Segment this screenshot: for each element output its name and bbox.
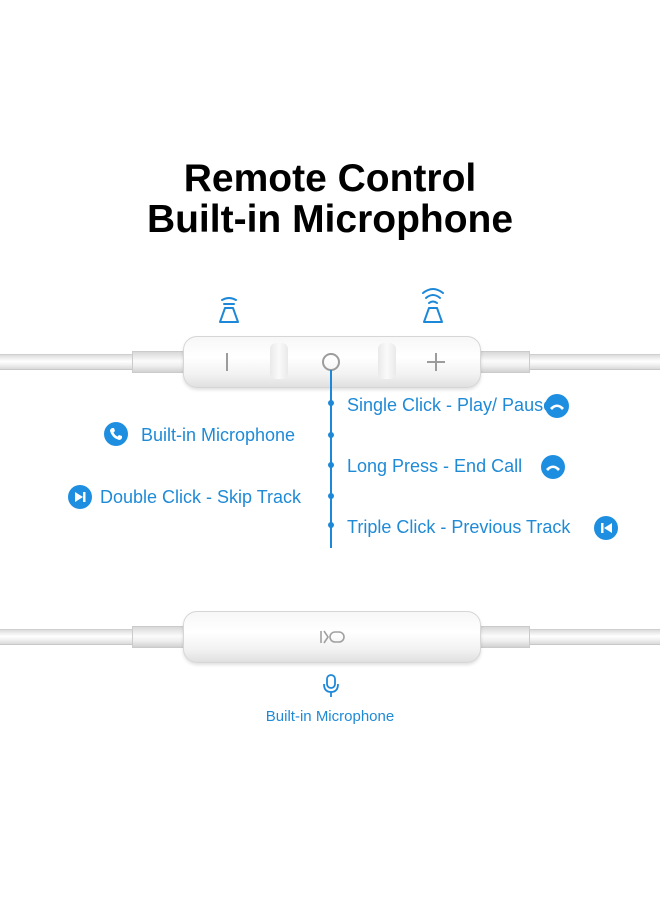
cable-left-bottom — [0, 629, 140, 645]
microphone-remote — [183, 611, 481, 663]
connector-dot — [328, 400, 334, 406]
remote-divider — [270, 343, 288, 379]
plus-icon — [427, 353, 445, 371]
function-connector-line — [330, 370, 332, 548]
minus-icon — [226, 353, 228, 371]
connector-dot — [328, 493, 334, 499]
title-line-2: Built-in Microphone — [146, 198, 514, 241]
function-label-triple-click: Triple Click - Previous Track — [347, 517, 571, 537]
mic-grille-icon — [320, 630, 345, 644]
phone-hangup-icon — [541, 455, 565, 479]
mic-caption: Built-in Microphone — [265, 708, 395, 725]
connector-dot — [328, 522, 334, 528]
volume-up-speaker-icon — [422, 288, 444, 323]
volume-down-speaker-icon — [219, 297, 239, 323]
phone-hangup-icon — [545, 394, 569, 418]
cable-sleeve-right-top — [474, 351, 530, 373]
function-label-single-click: Single Click - Play/ Pause — [347, 395, 554, 415]
skip-back-icon — [594, 516, 618, 540]
function-label-long-press: Long Press - End Call — [347, 456, 523, 476]
volume-down-button[interactable] — [212, 349, 242, 380]
volume-up-button[interactable] — [421, 349, 451, 380]
cable-right-bottom — [520, 629, 660, 645]
cable-sleeve-right-bottom — [474, 626, 530, 648]
cable-right-top — [520, 354, 660, 370]
skip-forward-icon — [68, 485, 92, 509]
cable-sleeve-left-top — [132, 351, 188, 373]
remote-divider — [378, 343, 396, 379]
cable-sleeve-left-bottom — [132, 626, 188, 648]
phone-icon — [104, 422, 128, 446]
title-line-1: Remote Control — [183, 157, 477, 200]
function-label-built-in-microphone: Built-in Microphone — [141, 425, 296, 445]
connector-dot — [328, 462, 334, 468]
microphone-icon — [323, 674, 339, 697]
function-label-double-click: Double Click - Skip Track — [100, 487, 302, 507]
connector-dot — [328, 432, 334, 438]
remote-control — [183, 336, 481, 388]
cable-left-top — [0, 354, 140, 370]
